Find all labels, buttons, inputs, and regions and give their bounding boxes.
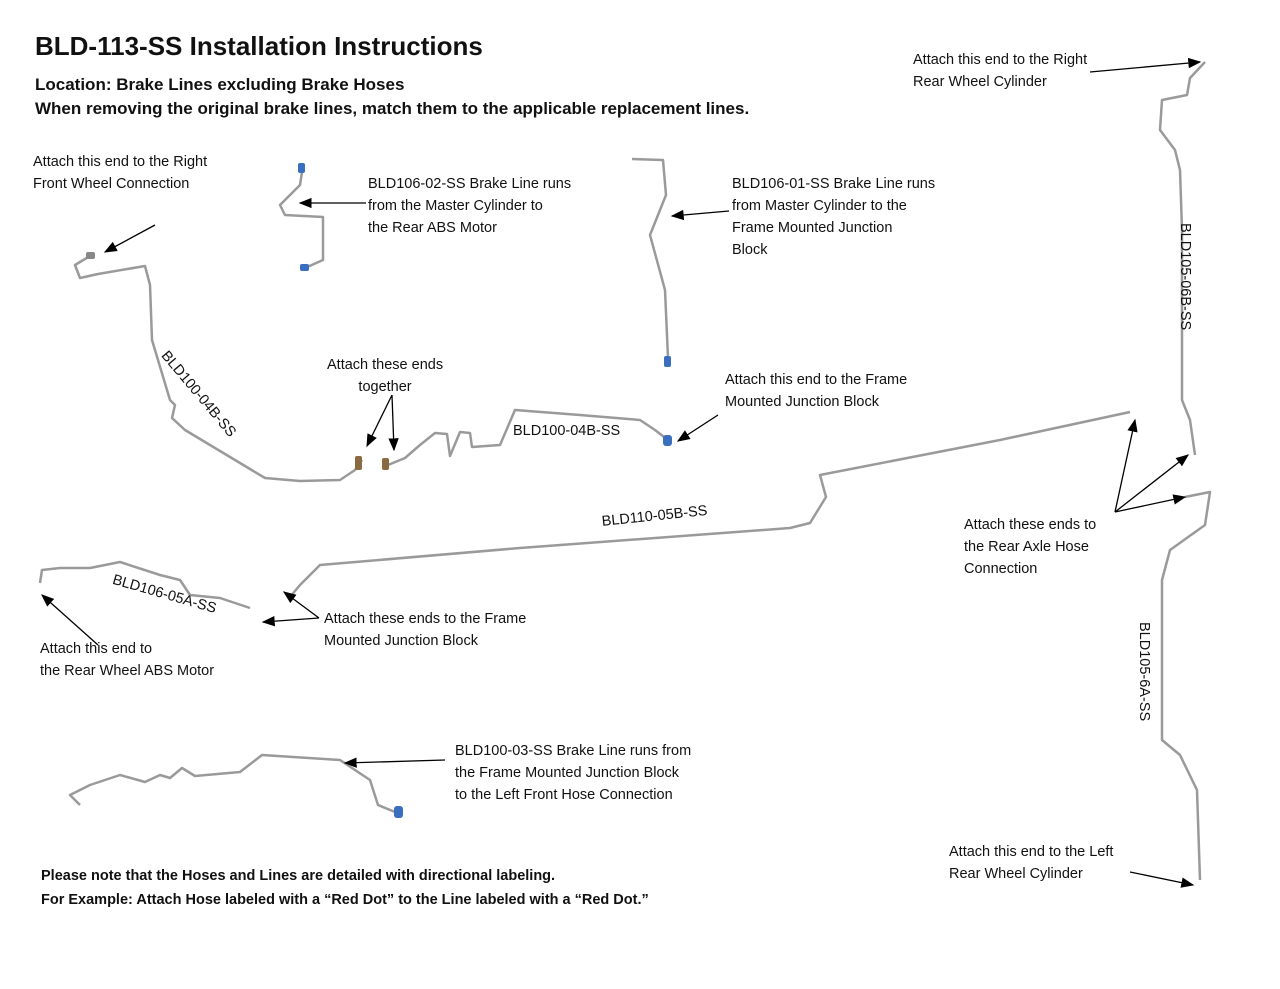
callout-line: Attach this end to the Left [949,844,1114,860]
subtitle: Location: Brake Lines excluding Brake Ho… [35,73,749,121]
callout-line: Mounted Junction Block [324,633,478,649]
fitting-icon [394,806,403,818]
callout-line: BLD106-02-SS Brake Line runs [368,176,572,192]
callout-line: Mounted Junction Block [725,394,879,410]
callout-rear-axle: Attach these ends to the Rear Axle Hose … [964,514,1096,580]
fitting-icon [298,163,305,173]
callout-line: Front Wheel Connection [33,176,190,192]
callout-left-rear: Attach this end to the Left Rear Wheel C… [949,841,1113,885]
page-title: BLD-113-SS Installation Instructions [35,31,483,61]
part-label-bld105-6a: BLD105-6A-SS [1136,622,1152,722]
note-line: Please note that the Hoses and Lines are… [41,868,556,884]
callout-line: the Rear Axle Hose [964,539,1089,555]
fitting-icon [382,458,389,470]
callout-line: Frame Mounted Junction [732,220,893,236]
callout-line: together [358,379,412,395]
callout-line: Connection [964,561,1038,577]
callout-line: Attach these ends [327,357,444,373]
callout-line: BLD100-03-SS Brake Line runs from [455,743,692,759]
note-line: For Example: Attach Hose labeled with a … [41,892,649,908]
line-bld106-02 [278,171,325,270]
fitting-icon [664,356,671,367]
callout-line: Attach this end to the Right [33,154,208,170]
fitting-icon [663,435,672,446]
callout-bld100-03: BLD100-03-SS Brake Line runs from the Fr… [455,740,691,806]
callout-right-rear: Attach this end to the Right Rear Wheel … [913,49,1087,93]
callout-bld106-02: BLD106-02-SS Brake Line runs from the Ma… [368,173,571,239]
line-bld105-06b [1158,61,1206,456]
callout-line: Attach this end to [40,641,153,657]
callout-line: Block [732,242,768,258]
callout-line: Attach this end to the Right [913,52,1088,68]
callout-line: BLD106-01-SS Brake Line runs [732,176,936,192]
line-bld105-6a [1160,490,1212,881]
callout-frame-junction-2: Attach these ends to the Frame Mounted J… [324,608,526,652]
directional-note: Please note that the Hoses and Lines are… [41,864,649,912]
line-bld106-01 [631,157,670,359]
callout-line: Rear Wheel Cylinder [949,866,1083,882]
callout-line: Rear Wheel Cylinder [913,74,1047,90]
callout-rear-abs: Attach this end to the Rear Wheel ABS Mo… [40,638,214,682]
instruction-text: When removing the original brake lines, … [35,99,750,118]
fitting-icon [86,252,95,259]
callout-line: Attach these ends to the Frame [324,611,527,627]
callout-line: to the Left Front Hose Connection [455,787,673,803]
line-bld106-05a [38,560,251,610]
fitting-icon [355,456,362,470]
callout-frame-junction-1: Attach this end to the Frame Mounted Jun… [725,369,907,413]
callout-line: Attach this end to the Frame [725,372,908,388]
part-label-bld105-06b: BLD105-06B-SS [1177,223,1193,331]
callout-line: from Master Cylinder to the [732,198,907,214]
callout-bld106-01: BLD106-01-SS Brake Line runs from Master… [732,173,935,261]
fitting-icon [300,264,309,271]
callout-right-front: Attach this end to the Right Front Wheel… [33,151,207,195]
line-bld100-04b-a [73,254,364,483]
callout-together: Attach these ends together [327,354,443,398]
line-bld100-04b-b [387,408,669,467]
callout-line: the Rear Wheel ABS Motor [40,663,215,679]
part-label-bld100-04b-b: BLD100-04B-SS [513,423,621,439]
line-bld110-05b [289,410,1131,598]
callout-line: Attach these ends to [964,517,1097,533]
line-bld100-03 [68,753,396,814]
callout-line: the Frame Mounted Junction Block [455,765,680,781]
location-text: Location: Brake Lines excluding Brake Ho… [35,75,405,94]
callout-line: from the Master Cylinder to [368,198,543,214]
callout-line: the Rear ABS Motor [368,220,497,236]
